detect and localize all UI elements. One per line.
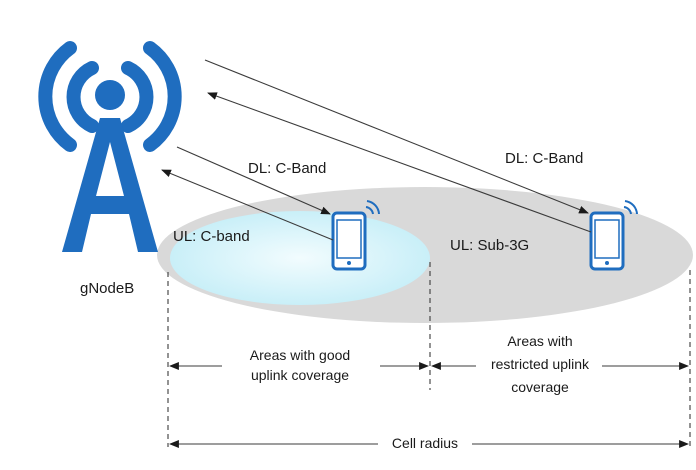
good-area-label-1: Areas with good [250,347,350,363]
restricted-area-label-3: coverage [511,379,569,395]
dl-far-arrow [204,59,589,214]
cell-tower-icon [38,41,182,252]
restricted-area-label-1: Areas with [507,333,572,349]
dl-near-label: DL: C-Band [248,160,326,177]
inner-coverage-area [170,211,430,305]
ul-near-label: UL: C-band [173,228,250,245]
ul-far-arrow [207,92,592,233]
cell-radius-label: Cell radius [392,435,458,451]
ul-near-arrow [161,169,334,241]
phone-near-icon [331,200,380,271]
dl-near-arrow [176,146,331,215]
restricted-area-label-2: restricted uplink [491,356,590,372]
gnodeb-label: gNodeB [80,280,134,297]
ul-far-label: UL: Sub-3G [450,237,529,254]
good-area-label-2: uplink coverage [251,367,349,383]
phone-far-icon [589,200,638,271]
dl-far-label: DL: C-Band [505,150,583,167]
